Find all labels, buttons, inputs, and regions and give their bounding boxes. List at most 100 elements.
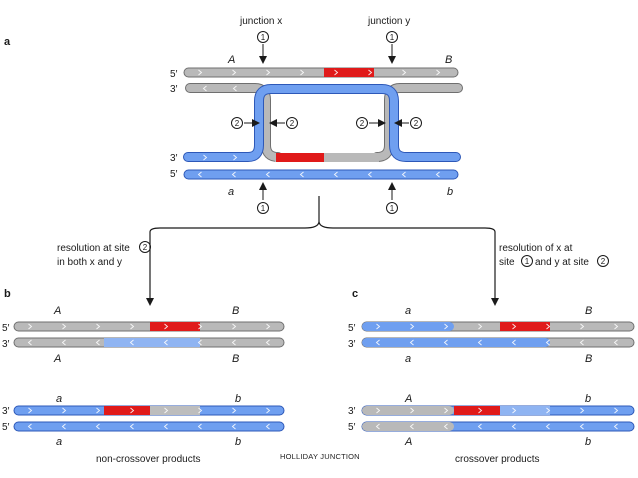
- figure-caption: HOLLIDAY JUNCTION: [280, 452, 360, 461]
- b-strand-blue-2: [13, 421, 285, 432]
- grey-strand-top: [183, 67, 459, 78]
- non-crossover-label: non-crossover products: [96, 454, 201, 465]
- heteroduplex-region: [276, 153, 324, 162]
- branch-connector: [146, 196, 499, 306]
- direction-chevron: [231, 423, 236, 430]
- direction-chevron: [164, 323, 169, 330]
- direction-chevron: [232, 69, 237, 76]
- panel-label-a: a: [4, 36, 11, 48]
- resolution-c-line2b: and y at site: [535, 257, 589, 268]
- direction-chevron: [402, 69, 407, 76]
- c-strand-4-grey-part: [362, 422, 454, 431]
- direction-chevron: [233, 154, 238, 161]
- direction-chevron: [232, 85, 237, 92]
- direction-chevron: [443, 339, 448, 346]
- allele-b: b: [447, 186, 453, 198]
- five-prime-label: 5′: [348, 422, 356, 433]
- site2-inline-marker: [597, 255, 609, 267]
- five-prime-label: 5′: [2, 422, 10, 433]
- direction-chevron: [61, 423, 66, 430]
- direction-chevron: [266, 407, 271, 414]
- direction-chevron: [27, 339, 32, 346]
- direction-chevron: [579, 339, 584, 346]
- direction-chevron: [334, 69, 339, 76]
- direction-chevron: [512, 407, 517, 414]
- crossover-label: crossover products: [455, 454, 539, 465]
- direction-chevron: [410, 323, 415, 330]
- direction-chevron: [478, 323, 483, 330]
- allele-a: a: [405, 305, 411, 317]
- direction-chevron: [95, 339, 100, 346]
- three-prime-label: 3′: [170, 153, 178, 164]
- site1-inline-marker: [521, 255, 533, 267]
- allele-A: A: [53, 305, 61, 317]
- allele-b: b: [235, 393, 241, 405]
- allele-A: A: [227, 54, 235, 66]
- heteroduplex-blue-segment: [104, 338, 200, 347]
- five-prime-label: 5′: [170, 69, 178, 80]
- direction-chevron: [265, 423, 270, 430]
- direction-chevron: [410, 407, 415, 414]
- strand-direction-chevrons: [27, 69, 619, 430]
- direction-chevron: [300, 69, 305, 76]
- direction-chevron: [613, 339, 618, 346]
- direction-chevron: [163, 339, 168, 346]
- junction-y-label: junction y: [367, 16, 410, 27]
- direction-chevron: [435, 171, 440, 178]
- direction-chevron: [545, 423, 550, 430]
- site1-marker-x-top: [257, 31, 269, 43]
- direction-chevron: [436, 69, 441, 76]
- site2-number: 2: [143, 243, 148, 252]
- three-prime-label: 3′: [2, 339, 10, 350]
- heteroduplex-region: [150, 322, 200, 331]
- direction-chevron: [130, 323, 135, 330]
- site1-number: 1: [390, 33, 395, 42]
- site1-number: 1: [261, 204, 266, 213]
- direction-chevron: [28, 407, 33, 414]
- site1-number: 1: [390, 204, 395, 213]
- direction-chevron: [197, 339, 202, 346]
- direction-chevron: [375, 339, 380, 346]
- panel-label-b: b: [4, 288, 11, 300]
- direction-chevron: [231, 171, 236, 178]
- allele-B: B: [585, 305, 592, 317]
- heteroduplex-region: [454, 406, 500, 415]
- direction-chevron: [130, 407, 135, 414]
- direction-chevron: [511, 423, 516, 430]
- site1-marker-y-top: [386, 31, 398, 43]
- direction-chevron: [96, 323, 101, 330]
- resolution-c-line2a: site: [499, 257, 515, 268]
- direction-chevron: [580, 407, 585, 414]
- direction-chevron: [61, 339, 66, 346]
- five-prime-label: 5′: [170, 169, 178, 180]
- five-prime-label: 5′: [2, 323, 10, 334]
- allele-B: B: [232, 305, 239, 317]
- direction-chevron: [62, 407, 67, 414]
- direction-chevron: [477, 339, 482, 346]
- heteroduplex-region: [500, 322, 550, 331]
- direction-chevron: [375, 423, 380, 430]
- site2-number: 2: [601, 257, 606, 266]
- direction-chevron: [28, 323, 33, 330]
- allele-A: A: [404, 436, 412, 448]
- allele-b: b: [585, 436, 591, 448]
- blue-strand-bottom: [183, 169, 459, 180]
- allele-A: A: [53, 353, 61, 365]
- allele-B: B: [232, 353, 239, 365]
- c-strand-3-grey-part: [362, 406, 454, 415]
- site1-number: 1: [525, 257, 530, 266]
- heteroduplex-grey-segment: [150, 406, 200, 415]
- heteroduplex-region: [104, 406, 150, 415]
- direction-chevron: [443, 423, 448, 430]
- direction-chevron: [266, 323, 271, 330]
- allele-a: a: [56, 393, 62, 405]
- b-strand-grey-1: [13, 321, 285, 332]
- direction-chevron: [511, 339, 516, 346]
- c-strand-1-blue-part: [362, 322, 454, 331]
- direction-chevron: [232, 323, 237, 330]
- direction-chevron: [202, 85, 207, 92]
- direction-chevron: [546, 407, 551, 414]
- heteroduplex-region: [324, 68, 374, 77]
